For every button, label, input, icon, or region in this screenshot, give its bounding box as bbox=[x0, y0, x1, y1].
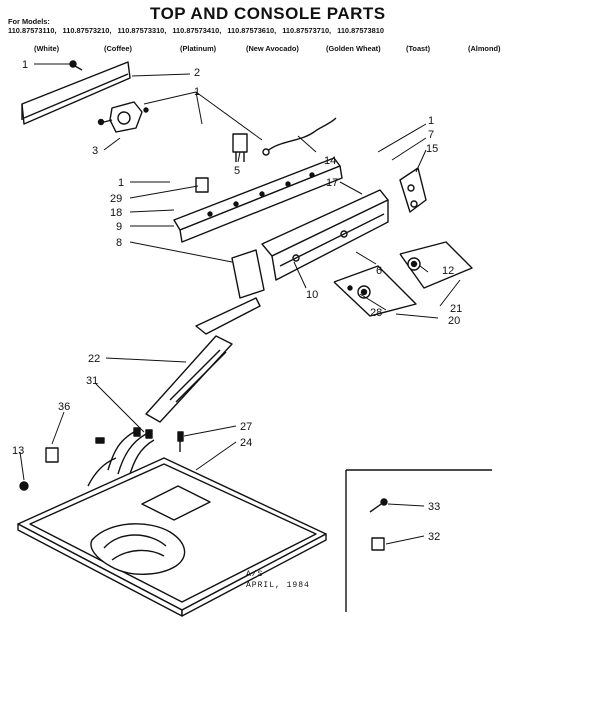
model-colors: (White) (Coffee) (Platinum) (New Avocado… bbox=[34, 44, 574, 54]
footer-date: APRIL, 1984 bbox=[246, 581, 310, 590]
model-list: For Models: 110.87573110,110.87573210,11… bbox=[8, 17, 390, 35]
screw bbox=[69, 60, 83, 71]
part-label: 7 bbox=[428, 129, 434, 141]
timer bbox=[97, 101, 149, 133]
part-label: 29 bbox=[110, 193, 122, 205]
part-labels: 1 2 3 1 5 14 1 7 15 17 1 29 18 9 8 6 12 … bbox=[12, 59, 462, 543]
rear-panel bbox=[21, 61, 131, 125]
part-label: 24 bbox=[240, 437, 252, 449]
part-label: 20 bbox=[448, 315, 460, 327]
page-title: TOP AND CONSOLE PARTS bbox=[150, 4, 386, 23]
part-label: 1 bbox=[428, 115, 434, 127]
part-label: 12 bbox=[442, 265, 454, 277]
model-number: 110.87573410, bbox=[172, 26, 222, 35]
part-label: 31 bbox=[86, 375, 98, 387]
part-label: 8 bbox=[116, 237, 122, 249]
part-label: 1 bbox=[194, 86, 200, 98]
model-number: 110.87573210, bbox=[62, 26, 112, 35]
part-label: 15 bbox=[426, 143, 438, 155]
console-front bbox=[261, 189, 389, 281]
inset-box bbox=[345, 469, 492, 612]
footer-line: A/S bbox=[246, 570, 264, 579]
part-label: 33 bbox=[428, 501, 440, 513]
connector bbox=[45, 447, 59, 463]
part-label: 5 bbox=[234, 165, 240, 177]
part-label: 9 bbox=[116, 221, 122, 233]
side-bracket bbox=[399, 167, 427, 213]
model-number: 110.87573310, bbox=[117, 26, 167, 35]
wire-harness bbox=[265, 117, 337, 153]
leader-lines bbox=[19, 63, 461, 545]
footer-note: A/S APRIL, 1984 bbox=[246, 569, 310, 591]
model-number: 110.87573810 bbox=[337, 26, 384, 35]
screw bbox=[19, 481, 29, 491]
model-number: 110.87573610, bbox=[227, 26, 277, 35]
model-color: (New Avocado) bbox=[246, 44, 299, 53]
part-label: 3 bbox=[92, 145, 98, 157]
clip bbox=[195, 177, 209, 193]
main-top bbox=[17, 457, 327, 617]
models-header: For Models: bbox=[8, 17, 50, 26]
part-label: 14 bbox=[324, 155, 336, 167]
part-label: 2 bbox=[194, 67, 200, 79]
wiring-connectors bbox=[87, 427, 155, 487]
part-label: 21 bbox=[450, 303, 462, 315]
part-label: 18 bbox=[110, 207, 122, 219]
knob-group bbox=[399, 241, 473, 289]
switch bbox=[232, 133, 248, 162]
model-number: 110.87573110, bbox=[8, 26, 57, 35]
part-label: 10 bbox=[306, 289, 318, 301]
model-color: (Coffee) bbox=[104, 44, 132, 53]
model-color: (Platinum) bbox=[180, 44, 217, 53]
part-label: 17 bbox=[326, 177, 338, 189]
screw bbox=[177, 431, 184, 452]
model-color: (White) bbox=[34, 44, 60, 53]
model-color: (Golden Wheat) bbox=[326, 44, 381, 53]
end-cap bbox=[231, 249, 265, 299]
model-color: (Toast) bbox=[406, 44, 431, 53]
part-label: 1 bbox=[22, 59, 28, 71]
part-label: 27 bbox=[240, 421, 252, 433]
part-label: 13 bbox=[12, 445, 24, 457]
console-rail bbox=[173, 157, 343, 243]
model-color: (Almond) bbox=[468, 44, 501, 53]
part-label: 1 bbox=[118, 177, 124, 189]
part-label: 36 bbox=[58, 401, 70, 413]
control-panel-overlay bbox=[145, 297, 261, 423]
model-number: 110.87573710, bbox=[282, 26, 332, 35]
part-label: 28 bbox=[370, 307, 382, 319]
model-numbers: 110.87573110, 110.87573210, 110.87573310, 1… bbox=[8, 26, 390, 35]
part-label: 22 bbox=[88, 353, 100, 365]
part-label: 32 bbox=[428, 531, 440, 543]
part-label: 6 bbox=[376, 265, 382, 277]
